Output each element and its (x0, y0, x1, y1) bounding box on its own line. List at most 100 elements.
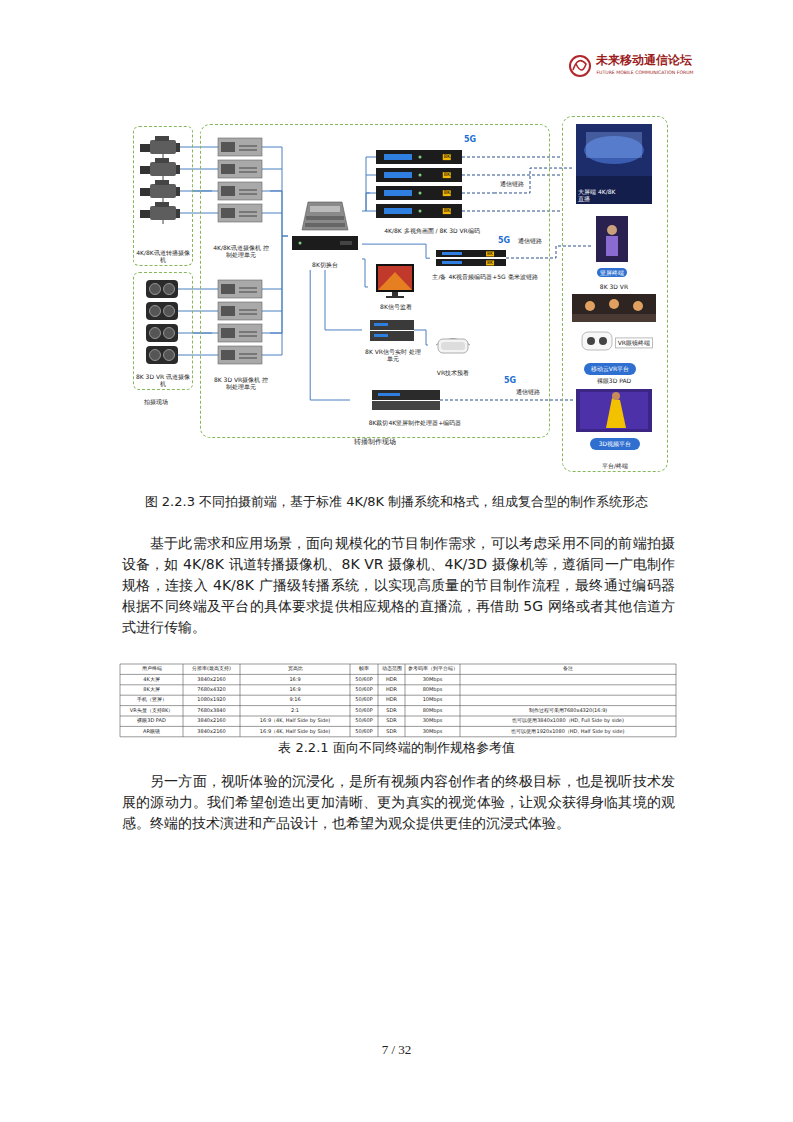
vr-scene-image (572, 294, 656, 322)
figure-caption: 图 2.2.3 不同拍摄前端，基于标准 4K/8K 制播系统和格式，组成复合型的… (145, 495, 649, 510)
encoder-rack (376, 186, 462, 200)
table-cell: 3840x2160 (197, 729, 225, 735)
table-cell: 3840x2160 (197, 718, 225, 724)
platform-pill: 移动云VR平台 (584, 363, 636, 375)
vertical-screen-image (596, 216, 628, 262)
encoder-rack (442, 261, 462, 264)
camera-group (140, 180, 180, 202)
table-cell: 50/60P (355, 687, 372, 693)
vr-scene-image (609, 299, 619, 309)
table-grid (120, 695, 676, 696)
link-label: 通信链路 (515, 389, 541, 396)
text-block: 8K信号监看 (369, 303, 423, 310)
crop-processor-icon (372, 390, 440, 400)
switcher-icon (306, 216, 344, 220)
node-label: 8K 3D VR (570, 283, 658, 290)
table-cell: 30Mbps (423, 718, 443, 724)
node-label: 大屏端 4K/8K直播 (578, 188, 618, 202)
format-badge: 8K (443, 208, 451, 214)
table-cell: 9:16 (289, 698, 300, 704)
signal-line (362, 193, 370, 211)
vertical-screen-image (607, 225, 617, 235)
terminal-box: 竖屏终端 (592, 214, 632, 278)
vr-goggles-icon (441, 342, 465, 350)
platform-region: 平台/终端大屏端 4K/8K直播竖屏终端8K 3D VRVR眼镜终端移动云VR平… (562, 116, 668, 472)
ccu-box: 4K/8K讯道摄像机 控制处理单元 (212, 134, 270, 260)
crop-processor-icon (372, 401, 440, 410)
format-badge: 8K (443, 190, 451, 196)
table-cell: 16:9 (289, 687, 300, 693)
table-cell: 4K大屏 (143, 677, 159, 683)
table-cell: 10Mbps (423, 698, 443, 704)
text-block: 8K VR信号实时 处理单元 (363, 348, 423, 362)
table-cell: 3840x2160 (197, 677, 225, 683)
text-block: 大屏端 4K/8K直播 (578, 188, 618, 202)
text-block: 3D视频平台 (590, 438, 640, 450)
encoder-rack (442, 252, 462, 255)
table-cell: 16:9（4K, Half Side by Side) (260, 718, 330, 724)
format-badge: 8K (486, 251, 494, 256)
table-header: 备注 (563, 666, 573, 672)
camera-group (146, 280, 178, 298)
switcher-icon (310, 206, 340, 212)
ccu-rack (218, 138, 262, 156)
table-cell: HDR (386, 687, 397, 693)
page-number: 7 / 32 (382, 1043, 412, 1058)
text-block: 移动云VR平台 (584, 363, 636, 375)
node-label: 8K切换台 (289, 261, 361, 268)
link-label: 通信链路 (499, 181, 525, 188)
ccu-rack (218, 160, 262, 178)
table-header: 动态范围 (382, 666, 402, 672)
link-label: 通信链路 (517, 238, 543, 245)
signal-wire (178, 289, 218, 290)
forum-logo (570, 56, 590, 76)
table-cell: 50/60P (355, 677, 372, 683)
table-header: 参考码率（到平台端） (408, 666, 458, 672)
pad-image (612, 392, 620, 400)
table-cell: SDR (386, 729, 397, 735)
table-grid (350, 664, 351, 737)
table-cell: VR头显（支持8K） (130, 708, 173, 714)
text-block: 裸眼3D PAD (574, 377, 654, 384)
table-cell: HDR (386, 677, 397, 683)
signal-wire (178, 333, 218, 334)
table-cell: SDR (386, 718, 397, 724)
comm-link (480, 400, 574, 401)
monitor-icon (376, 264, 414, 292)
encoder-box: 主/备 4K视音频编码器+5G 毫米波链路 (430, 248, 540, 282)
signal-wire (178, 311, 218, 312)
monitor-icon (378, 266, 412, 290)
camera-group (140, 158, 180, 180)
vr-processor-icon (370, 320, 414, 341)
vr-headset-image (587, 337, 595, 345)
pad-image (576, 389, 652, 432)
signal-line (193, 190, 212, 191)
processor-box: 8K裁切4K竖屏制作处理器+编码器 (350, 388, 480, 428)
link-line (462, 157, 562, 158)
table-grid (120, 716, 676, 717)
table-grid (120, 664, 676, 665)
signal-wire (262, 213, 282, 214)
table-cell: 30Mbps (423, 729, 443, 735)
table-cell: 7680x3840 (197, 708, 225, 714)
table-grid (405, 664, 406, 737)
comm-link (540, 246, 592, 258)
area-label: 拍摄现场 (144, 399, 168, 406)
forum-logo (573, 61, 586, 70)
vr-headset-image (582, 332, 612, 350)
switcher-icon (302, 202, 348, 230)
table-cell: 2:1 (291, 708, 299, 714)
signal-wire (366, 211, 376, 212)
terminal-box: VR眼镜终端 (578, 326, 656, 360)
monitor-icon (386, 296, 404, 298)
signal-line (362, 259, 368, 287)
format-badge: 8K (443, 172, 451, 178)
node-label: VR眼镜终端 (615, 337, 653, 348)
text-block: 8K 3D VR摄像机 控制处理单元 (213, 376, 269, 390)
table-grid (676, 664, 677, 737)
vr-headset-image (599, 337, 607, 345)
terminal-box: 裸眼3D PAD (574, 376, 654, 434)
table-cell: HDR (386, 698, 397, 704)
node-label: 4K/8K讯道转播摄像机 (135, 249, 191, 263)
